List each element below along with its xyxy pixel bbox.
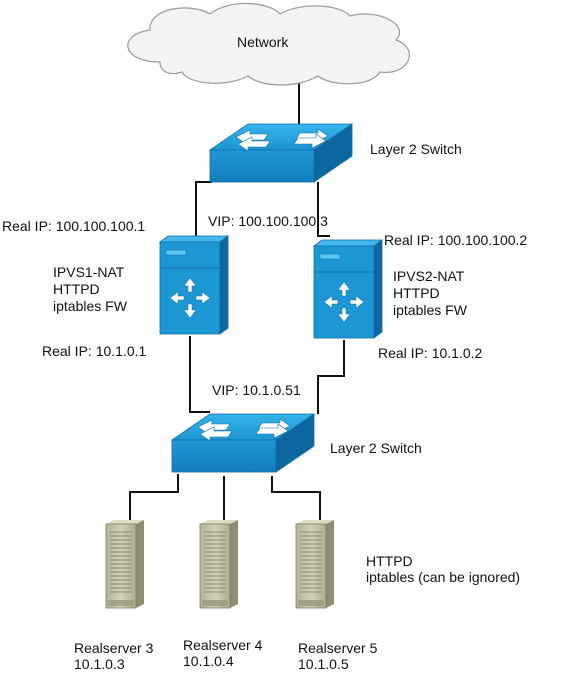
network-cloud [127,2,410,86]
ipvs2-role-1: IPVS2-NAT [393,268,465,284]
ipvs2-role-3: iptables FW [393,302,467,318]
realserver-5-icon [295,519,335,609]
ipvs1-real-ip-private: Real IP: 10.1.0.1 [42,343,147,359]
layer2-switch-top [209,123,353,183]
ipvs2-real-ip-private: Real IP: 10.1.0.2 [378,345,483,361]
realserver-service-2: iptables (can be ignored) [366,569,521,585]
realserver-5-ip: 10.1.0.5 [298,656,349,672]
ipvs1-device [159,235,229,335]
network-label: Network [237,34,289,50]
link-switch-ipvs1 [195,181,212,236]
realserver-4-ip: 10.1.0.4 [183,653,234,669]
link-ipvs1-switch [189,336,210,413]
switch-top-label: Layer 2 Switch [370,141,462,157]
realserver-5-name: Realserver 5 [298,640,378,656]
connection-lines [129,82,345,520]
vip-public-label: VIP: 100.100.100.3 [208,213,328,229]
realserver-4-name: Realserver 4 [183,637,263,653]
ipvs1-real-ip-public: Real IP: 100.100.100.1 [2,218,146,234]
ipvs2-role-2: HTTPD [393,285,440,301]
realserver-3-ip: 10.1.0.3 [74,656,125,672]
layer2-switch-bottom [171,413,315,473]
link-switch-rs3 [129,474,179,520]
vip-private-label: VIP: 10.1.0.51 [212,382,301,398]
ipvs1-role-3: iptables FW [53,298,127,314]
ipvs2-device [313,239,383,339]
link-ipvs2-switch [317,340,345,414]
ipvs1-role-1: IPVS1-NAT [53,264,125,280]
link-switch-rs5 [271,476,321,520]
link-switch-ipvs2 [317,182,330,237]
realserver-3-icon [105,519,145,609]
ipvs1-role-2: HTTPD [53,281,100,297]
realserver-service-1: HTTPD [366,553,413,569]
ipvs2-real-ip-public: Real IP: 100.100.100.2 [384,232,528,248]
realserver-4-icon [199,519,239,609]
switch-bottom-label: Layer 2 Switch [330,440,422,456]
realserver-3-name: Realserver 3 [74,640,154,656]
